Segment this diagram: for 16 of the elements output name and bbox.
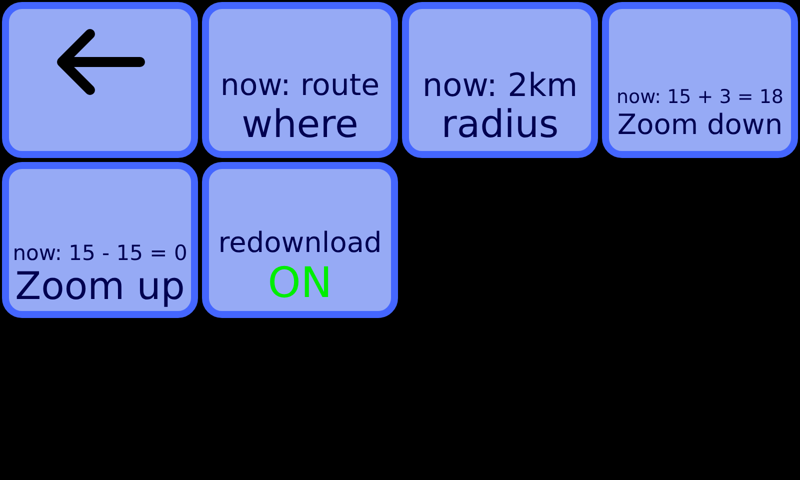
menu-tile	[202, 162, 398, 318]
status-text: now: 15 - 15 = 0	[12, 241, 188, 266]
menu-tile	[602, 2, 798, 158]
menu-tile	[202, 2, 398, 158]
status-text: now: 15 + 3 = 18	[616, 86, 784, 109]
button-label: Zoom up	[15, 265, 185, 309]
status-text: now: route	[220, 68, 380, 104]
button-label: ON	[268, 258, 332, 307]
menu-tile	[2, 162, 198, 318]
back-button	[2, 2, 198, 158]
status-text: now: 2km	[422, 66, 578, 104]
button-label: where	[242, 103, 358, 147]
menu-tile	[402, 2, 598, 158]
status-text: redownload	[218, 226, 382, 259]
button-label: Zoom down	[617, 108, 783, 141]
button-label: radius	[441, 103, 559, 147]
